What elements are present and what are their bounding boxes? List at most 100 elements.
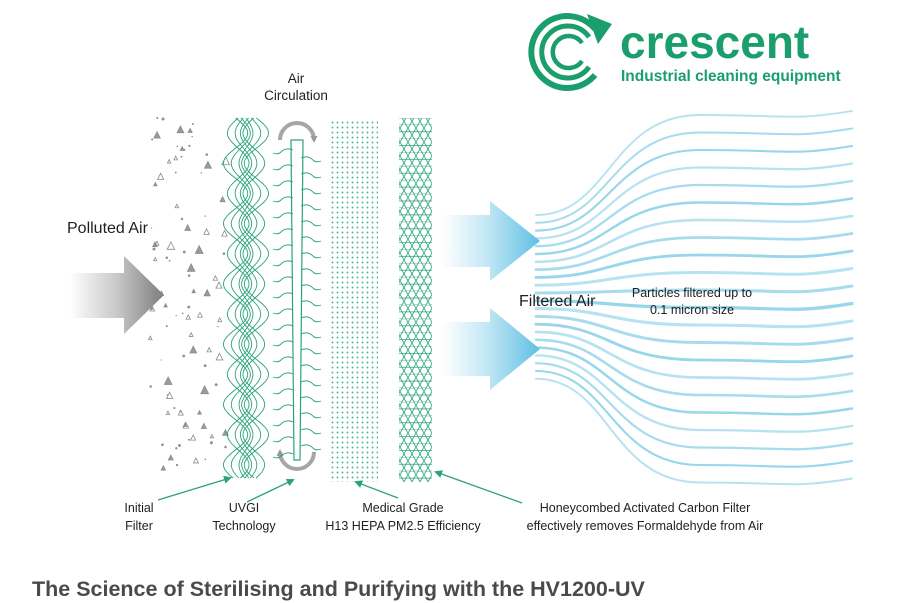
particle bbox=[189, 345, 198, 354]
uv-wisp bbox=[300, 380, 322, 387]
particles-note-line-2: 0.1 micron size bbox=[650, 303, 734, 317]
particle bbox=[149, 385, 152, 388]
particles-note-line-1: Particles filtered up to bbox=[632, 286, 752, 300]
fibre-strand bbox=[238, 117, 254, 479]
particle bbox=[152, 247, 156, 251]
particle bbox=[149, 305, 156, 312]
airflow-stream bbox=[534, 162, 854, 240]
particle bbox=[165, 256, 169, 259]
airflow-stream bbox=[534, 249, 854, 279]
uv-wisp bbox=[272, 372, 294, 379]
airflow-stream bbox=[534, 307, 854, 329]
initial-filter bbox=[222, 117, 270, 479]
particle bbox=[166, 240, 176, 250]
particle bbox=[200, 422, 208, 429]
particle bbox=[182, 354, 186, 358]
uv-wisp bbox=[272, 164, 294, 171]
particle bbox=[175, 314, 177, 317]
uv-wisp bbox=[272, 180, 294, 187]
airflow-stream bbox=[535, 377, 853, 486]
particle bbox=[203, 364, 207, 368]
particle bbox=[173, 155, 179, 161]
particle bbox=[186, 263, 196, 272]
particle bbox=[187, 305, 191, 309]
uv-wisp bbox=[300, 300, 322, 307]
uv-wisp bbox=[272, 244, 294, 251]
air-circulation-label-2: Circulation bbox=[264, 88, 328, 103]
uv-wisp bbox=[272, 388, 294, 395]
particle bbox=[153, 130, 161, 139]
uv-wisp bbox=[272, 228, 294, 235]
particle bbox=[200, 171, 203, 174]
particle bbox=[194, 244, 204, 254]
particle bbox=[163, 302, 168, 308]
particle bbox=[191, 288, 197, 294]
particle bbox=[181, 312, 184, 315]
uv-wisp bbox=[300, 268, 322, 275]
particle bbox=[224, 445, 227, 449]
particle bbox=[197, 409, 202, 415]
particle bbox=[214, 383, 218, 387]
uv-wisp bbox=[272, 148, 294, 155]
uv-wisp bbox=[300, 252, 322, 259]
particle bbox=[221, 229, 228, 237]
airflow-stream bbox=[534, 322, 854, 364]
airflow-stream bbox=[534, 346, 854, 416]
filtered-air-arrow-icon bbox=[442, 201, 540, 281]
uv-wisp bbox=[272, 436, 294, 443]
particle bbox=[179, 410, 182, 413]
particle bbox=[163, 376, 173, 385]
airflow-stream bbox=[534, 267, 854, 287]
particle bbox=[160, 464, 167, 471]
particle bbox=[200, 385, 210, 395]
particle bbox=[212, 274, 219, 281]
filtered-air-label: Filtered Air bbox=[519, 293, 596, 310]
particle bbox=[154, 240, 160, 246]
uv-wisp bbox=[300, 156, 322, 163]
particle bbox=[203, 227, 210, 235]
particle bbox=[166, 158, 172, 164]
particle bbox=[177, 409, 184, 416]
uv-wisp bbox=[272, 452, 294, 459]
brand-logo: crescent Industrial cleaning equipment bbox=[528, 13, 841, 91]
particle bbox=[153, 181, 158, 187]
uv-wisp bbox=[300, 444, 322, 451]
uv-wisp bbox=[300, 204, 322, 211]
airflow-stream bbox=[534, 144, 854, 232]
particle bbox=[166, 394, 169, 396]
particle bbox=[173, 406, 176, 410]
filtered-air-arrow-icon-2 bbox=[442, 308, 540, 390]
particle bbox=[209, 441, 213, 445]
polluted-air-arrow-icon bbox=[70, 256, 164, 334]
particle bbox=[150, 227, 153, 229]
particle bbox=[191, 122, 194, 125]
airflow-stream bbox=[534, 214, 854, 264]
uv-wisp bbox=[272, 276, 294, 283]
particle bbox=[209, 433, 215, 439]
uv-wisp bbox=[272, 340, 294, 347]
brand-name: crescent bbox=[620, 16, 809, 68]
particle bbox=[204, 458, 207, 461]
airflow-stream bbox=[534, 314, 854, 346]
fibre-strand bbox=[230, 117, 251, 479]
particle bbox=[187, 438, 190, 441]
uv-wisp bbox=[272, 212, 294, 219]
particle bbox=[204, 215, 206, 217]
crescent-logo-icon bbox=[528, 13, 612, 91]
particle bbox=[160, 359, 162, 361]
particle bbox=[158, 290, 165, 297]
airflow-stream bbox=[534, 330, 854, 381]
particle bbox=[178, 444, 181, 447]
uv-wisp bbox=[300, 172, 322, 179]
particle bbox=[175, 463, 179, 467]
airflow-stream bbox=[534, 232, 854, 271]
airflow-stream bbox=[534, 179, 854, 248]
uv-wisp bbox=[272, 292, 294, 299]
particle bbox=[215, 352, 224, 361]
uv-wisp bbox=[300, 220, 322, 227]
particle bbox=[189, 434, 197, 441]
particle bbox=[156, 117, 159, 120]
airflow-stream bbox=[534, 284, 854, 295]
callout-carbon-2: effectively removes Formaldehyde from Ai… bbox=[527, 519, 764, 533]
